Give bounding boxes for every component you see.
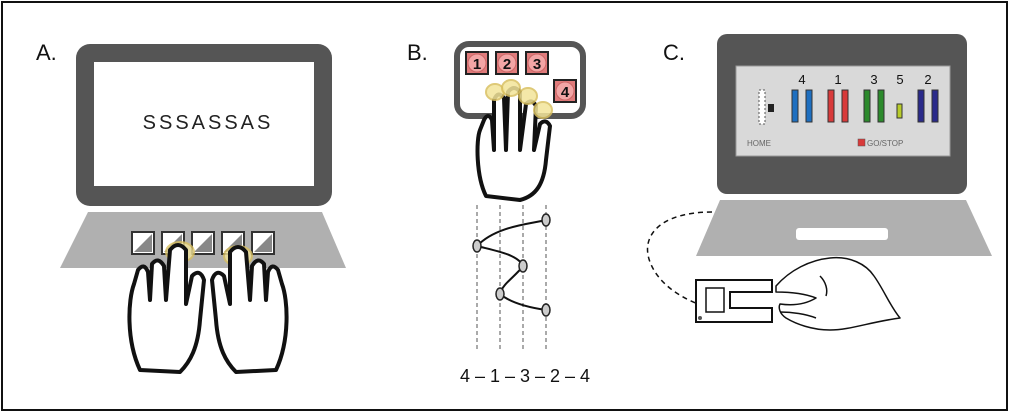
- home-label: HOME: [747, 139, 771, 148]
- finger-highlight: [533, 101, 553, 119]
- home-marker: [768, 104, 774, 112]
- grip-screw: [698, 316, 702, 320]
- gostop-icon: [857, 138, 866, 147]
- panel-b-label: B.: [407, 40, 428, 65]
- key-shade: [254, 234, 272, 252]
- sequence-node: [541, 303, 551, 317]
- keypad-number: 1: [473, 56, 481, 73]
- bar-4b: [805, 89, 813, 123]
- panel-b-keypad: 1 2 3 4: [454, 41, 586, 202]
- bar-number: 4: [798, 72, 805, 87]
- key-dome: [467, 53, 487, 73]
- bar-3a: [863, 89, 871, 123]
- panel-a-label: A.: [36, 40, 57, 65]
- bar-4a: [791, 89, 799, 123]
- bar-number: 3: [870, 72, 877, 87]
- cable: [646, 211, 713, 305]
- key-shade: [194, 234, 212, 252]
- sequence-node: [518, 259, 528, 273]
- laptop-screen-text: SSSASSAS: [142, 112, 274, 134]
- keypad-number: 3: [533, 56, 541, 73]
- home-bar: [758, 89, 766, 125]
- bar-number: 1: [834, 72, 841, 87]
- bar-3b: [877, 89, 885, 123]
- finger-highlight: [518, 87, 538, 105]
- laptop-a-screen: [94, 62, 314, 186]
- finger-highlight: [501, 79, 521, 97]
- panel-a-laptop: [60, 44, 346, 374]
- keypad-number: 2: [503, 56, 511, 73]
- sequence-diagram: [472, 205, 551, 350]
- bar-number: 2: [924, 72, 931, 87]
- hands-icon: [127, 243, 289, 374]
- sequence-node: [541, 213, 551, 227]
- bar-5: [896, 103, 903, 119]
- figure-frame: [1, 1, 1008, 411]
- key-dome: [497, 53, 517, 73]
- pinching-hand-icon: [775, 256, 901, 331]
- key-shade: [134, 234, 152, 252]
- sequence-text: 4 – 1 – 3 – 2 – 4: [459, 366, 591, 386]
- key-dome: [527, 53, 547, 73]
- key-dome: [555, 81, 575, 101]
- sequence-node: [495, 287, 505, 301]
- bar-1a: [827, 89, 835, 123]
- bar-2b: [931, 89, 939, 123]
- bar-number: 5: [896, 72, 903, 87]
- sequence-path: [475, 219, 547, 311]
- keypad-number: 4: [561, 84, 570, 101]
- grip-device: [695, 279, 773, 323]
- bar-2a: [917, 89, 925, 123]
- panel-c-label: C.: [663, 40, 685, 65]
- grip-sensor: [705, 287, 725, 313]
- panel-c-laptop: 4 1 3 5 2 HOME GO/STOP: [646, 34, 992, 331]
- bar-1b: [841, 89, 849, 123]
- trackpad: [796, 228, 888, 240]
- sequence-node: [472, 239, 482, 253]
- laptop-a-keys: [131, 231, 275, 255]
- gostop-label: GO/STOP: [867, 139, 903, 148]
